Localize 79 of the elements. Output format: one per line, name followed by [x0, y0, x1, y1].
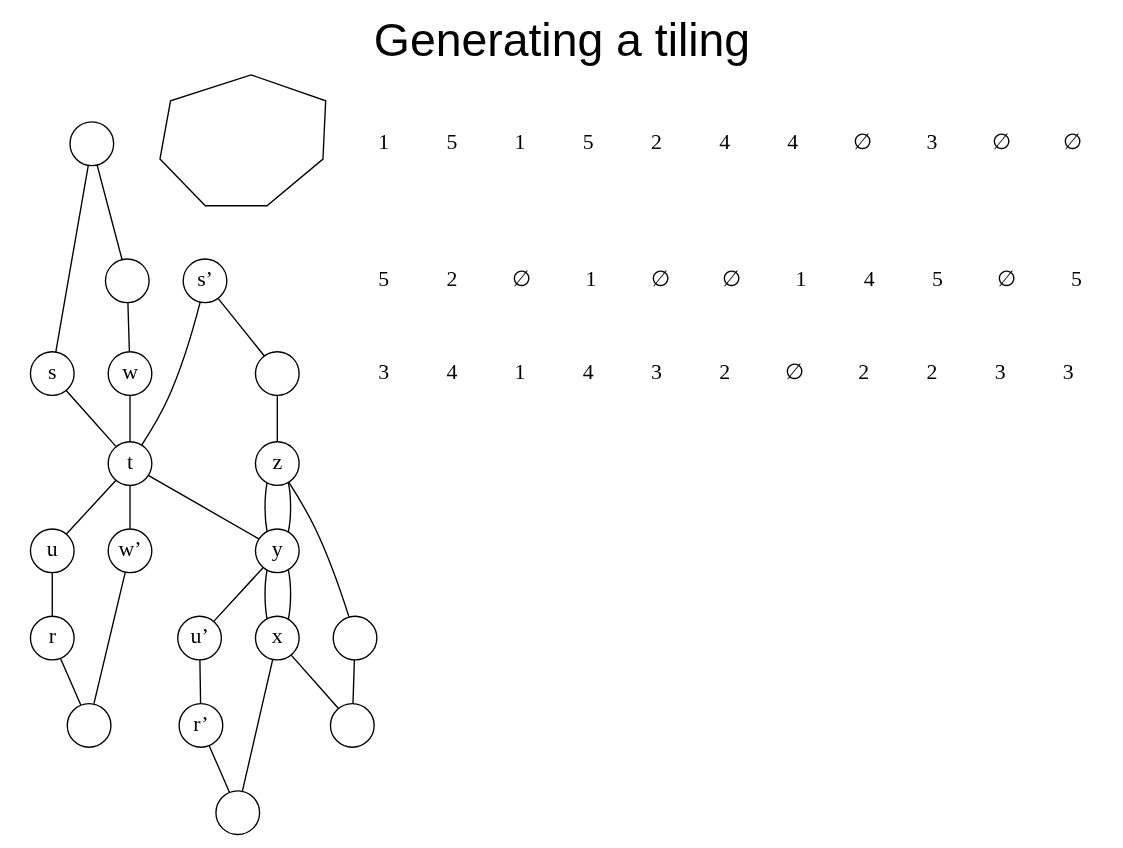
node-circle: x	[254, 615, 300, 661]
connector	[95, 164, 123, 261]
node-circle	[104, 258, 150, 304]
connector	[351, 659, 355, 704]
label: 1	[514, 359, 526, 384]
connector	[290, 654, 339, 709]
node-circle	[254, 351, 300, 397]
node-circle: y	[254, 528, 300, 574]
label: 4	[445, 359, 457, 384]
connector	[147, 474, 259, 540]
label: ∅	[650, 266, 670, 291]
label: 2	[925, 359, 937, 384]
label: 5	[445, 129, 457, 154]
connector	[287, 481, 291, 533]
connector	[59, 658, 81, 706]
label: 4	[863, 266, 875, 291]
label: 4	[582, 359, 594, 384]
connector	[217, 298, 265, 357]
connector	[276, 394, 278, 443]
label: 5	[377, 266, 389, 291]
label: 4	[786, 129, 798, 154]
connector	[92, 571, 126, 705]
connector	[65, 479, 116, 535]
node-circle: u’	[176, 615, 222, 661]
node-circle: w	[107, 351, 152, 397]
node-circle	[68, 121, 114, 167]
label: 1	[514, 129, 526, 154]
label: 2	[857, 359, 869, 384]
label: ∅	[991, 129, 1011, 154]
label: 2	[718, 359, 730, 384]
label: 1	[377, 129, 389, 154]
label: ∅	[852, 129, 872, 154]
label: 3	[1062, 359, 1074, 384]
connector	[212, 567, 264, 622]
node-circle: w’	[107, 528, 152, 574]
label: ∅	[784, 359, 804, 384]
label: 5	[931, 266, 943, 291]
connector	[128, 394, 131, 443]
node-circle	[329, 702, 375, 748]
connector	[140, 301, 201, 446]
node-circle: r	[29, 615, 75, 661]
label: ∅	[996, 266, 1016, 291]
node-circle	[214, 790, 260, 836]
connector	[65, 389, 116, 447]
label: 1	[795, 266, 806, 291]
label: 2	[650, 129, 662, 154]
label: 2	[445, 266, 457, 291]
node-circle: s’	[182, 258, 227, 304]
connector	[128, 484, 131, 530]
node-circle: s	[29, 351, 75, 397]
connector	[208, 745, 230, 793]
node-circle: z	[254, 441, 300, 487]
connector	[241, 659, 273, 792]
label: ∅	[1062, 129, 1082, 154]
connector	[263, 482, 268, 533]
connector	[126, 302, 130, 353]
label: 4	[718, 129, 730, 154]
connector	[263, 569, 268, 620]
connector	[287, 481, 350, 618]
label: 5	[582, 129, 594, 154]
label: 3	[994, 359, 1006, 384]
node-circle: t	[107, 441, 152, 487]
label: 3	[925, 129, 937, 154]
node-picture	[158, 74, 326, 207]
label: 3	[377, 359, 389, 384]
node-circle	[66, 702, 112, 748]
label: ∅	[511, 266, 531, 291]
connector	[54, 164, 89, 353]
label: ∅	[721, 266, 741, 291]
node-circle: u	[29, 528, 75, 574]
diagram-title: Generating a tiling	[373, 14, 750, 67]
label: 1	[585, 266, 596, 291]
connector	[287, 569, 291, 620]
node-circle	[332, 615, 378, 661]
connector	[198, 659, 201, 704]
connector	[51, 572, 53, 617]
node-circle: r’	[177, 702, 223, 748]
label: 5	[1070, 266, 1082, 291]
label: 3	[650, 359, 662, 384]
